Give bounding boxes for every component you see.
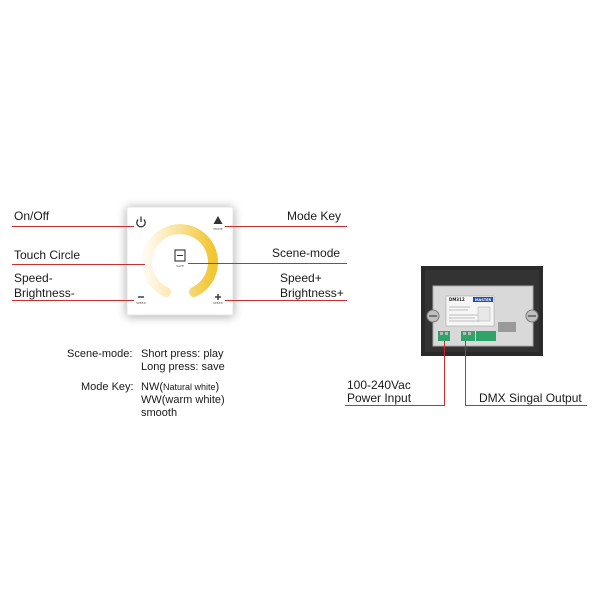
minus-caption: SPEED — [136, 301, 147, 305]
scene-mode-label: Scene-mode — [272, 246, 341, 260]
brightness-minus-label: Brightness- — [14, 286, 75, 300]
mode-key-note-line1: NW(Natural white) — [141, 381, 219, 394]
mode-key-label: Mode Key — [287, 209, 342, 223]
touch-circle-leader — [12, 264, 145, 266]
dmx-output-leader-h — [465, 405, 587, 407]
on-off-label: On/Off — [14, 209, 50, 223]
mode-key-note-line3: smooth — [141, 407, 178, 419]
nw-prefix: NW( — [141, 381, 163, 393]
plus-icon[interactable] — [215, 294, 221, 300]
mode-icon-caption: MODE — [213, 227, 222, 231]
scene-mode-note-line2: Long press: save — [141, 361, 225, 373]
power-input-label-line2: Power Input — [347, 391, 412, 405]
power-input-leader-v — [444, 341, 446, 406]
touch-ring[interactable] — [142, 224, 218, 297]
speed-plus-leader — [225, 300, 347, 302]
speed-minus-leader — [12, 300, 134, 302]
scene-mode-note-key: Scene-mode: — [67, 348, 133, 360]
mode-key-leader — [225, 226, 347, 228]
scene-mode-leader — [188, 263, 347, 265]
on-off-leader — [12, 226, 134, 228]
dmx-terminal — [461, 331, 475, 341]
dmx-module — [421, 266, 543, 356]
power-input-leader-h — [345, 405, 445, 407]
brightness-plus-label: Brightness+ — [280, 286, 344, 300]
dmx-output-label: DMX Singal Output — [479, 391, 582, 405]
sticker-model: DM312 — [449, 297, 465, 302]
speed-minus-label-line1: Speed- — [14, 271, 53, 285]
mode-key-icon[interactable] — [213, 216, 223, 224]
plus-caption: SPEED — [213, 301, 224, 305]
power-terminal — [438, 331, 450, 341]
nw-suffix: ) — [215, 381, 220, 393]
mode-key-note-key: Mode Key: — [81, 381, 134, 393]
save-caption: SAVE — [176, 264, 184, 268]
power-icon[interactable] — [136, 216, 146, 228]
mode-key-note-line2: WW(warm white) — [141, 394, 225, 406]
scene-mode-icon[interactable] — [174, 249, 186, 262]
natural-white-text: Natural white — [163, 382, 216, 392]
sticker-brand: MASTER — [475, 298, 491, 302]
dmx-output-leader-v — [465, 341, 467, 406]
speed-plus-label-line1: Speed+ — [280, 271, 322, 285]
power-input-label-line1: 100-240Vac — [347, 378, 411, 392]
touch-circle-label: Touch Circle — [14, 248, 81, 262]
scene-mode-note-line1: Short press: play — [141, 348, 224, 360]
